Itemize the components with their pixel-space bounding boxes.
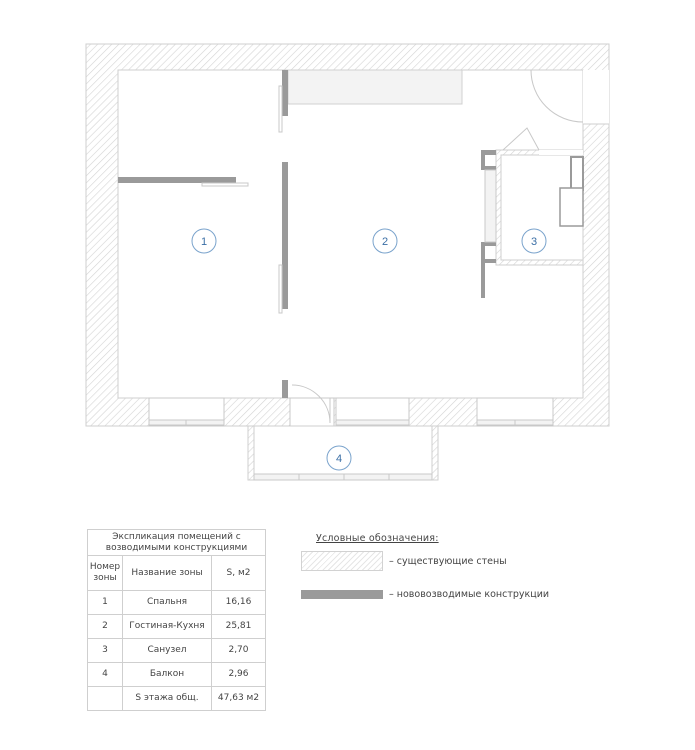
bottom-wall-openings <box>148 397 554 427</box>
floor-plan: 1 2 3 4 <box>85 43 610 481</box>
balcony <box>247 425 439 481</box>
header-name: Название зоны <box>122 555 212 591</box>
legend-title: Условные обозначения: <box>316 533 439 544</box>
table-row: 4 Балкон 2,96 <box>87 662 266 687</box>
zone-1-label: 1 <box>201 236 207 248</box>
bathroom <box>495 127 584 266</box>
kitchen-counter <box>287 69 463 105</box>
existing-wall-swatch <box>301 551 383 571</box>
table-row: 1 Спальня 16,16 <box>87 590 266 615</box>
zone-markers: 1 2 3 4 <box>191 228 547 471</box>
zone-3-label: 3 <box>531 236 537 248</box>
existing-walls <box>85 43 610 427</box>
table-row: 2 Гостиная-Кухня 25,81 <box>87 614 266 639</box>
table-title: Экспликация помещений с возводимыми конс… <box>87 529 266 556</box>
zone-2-label: 2 <box>382 236 388 248</box>
header-area: S, м2 <box>211 555 266 591</box>
header-number: Номер зоны <box>87 555 123 591</box>
new-construction-swatch <box>301 590 383 599</box>
zone-4-label: 4 <box>336 453 342 465</box>
entrance-door-swing <box>530 69 584 123</box>
explication-table: Экспликация помещений с возводимыми конс… <box>87 529 266 711</box>
legend-item-existing-walls: – существующие стены <box>301 551 507 571</box>
table-row: 3 Санузел 2,70 <box>87 638 266 663</box>
legend-item-new-constructions: – нововозводимые конструкции <box>301 589 549 600</box>
sliding-doors <box>201 85 497 314</box>
table-total-row: S этажа общ. 47,63 м2 <box>87 686 266 711</box>
new-constructions <box>118 70 496 398</box>
balcony-door-swing <box>291 384 331 424</box>
